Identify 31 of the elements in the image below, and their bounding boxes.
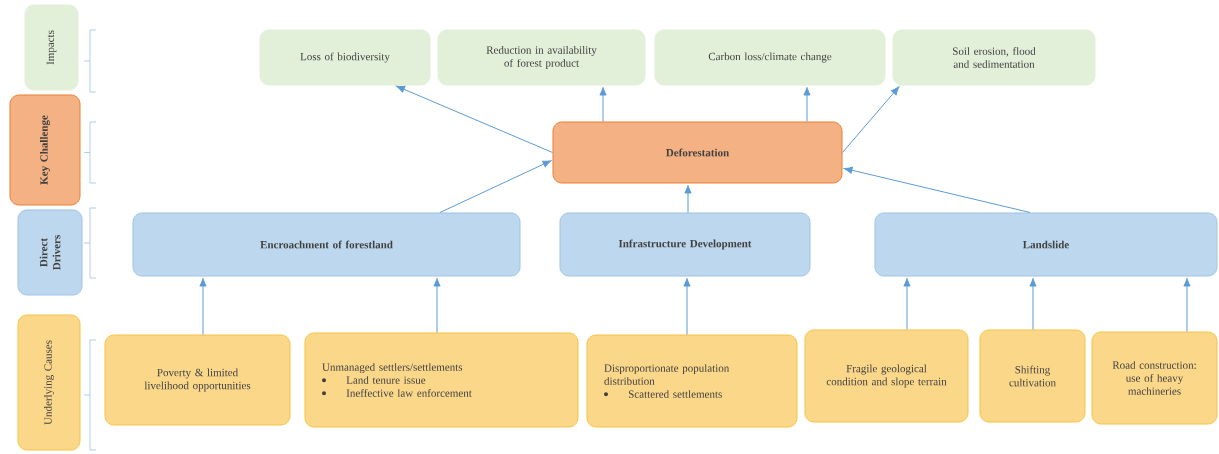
driver-box: Landslide <box>874 212 1218 277</box>
cause-box: Unmanaged settlers/settlements Land tenure issue Ineffective law enforcement <box>304 332 579 428</box>
arrow <box>439 160 552 213</box>
arrow <box>433 277 441 333</box>
arrow <box>843 166 1031 213</box>
cause-box: Disproportionate population distribution Scattered settlements <box>586 334 798 428</box>
driver-box: Infrastructure Development <box>559 212 811 277</box>
cause-box: Shifting cultivation <box>979 329 1086 423</box>
challenge-box: Deforestation <box>552 121 843 184</box>
arrow <box>803 86 811 122</box>
arrow <box>1183 277 1191 332</box>
cause-box: Road construction: use of heavy machineries <box>1091 331 1218 425</box>
arrow <box>1029 277 1037 330</box>
impact-box: Loss of biodiversity <box>259 29 431 86</box>
arrow <box>842 86 900 153</box>
level-label: Impacts <box>24 4 79 91</box>
cause-box: Fragile geological condition and slope terrain <box>804 329 969 423</box>
arrow <box>599 86 607 122</box>
level-label: Underlying Causes <box>17 314 81 451</box>
impact-box: Carbon loss/climate change <box>654 29 886 86</box>
impact-box: Reduction in availability of forest product <box>437 29 646 86</box>
arrow <box>903 277 911 330</box>
arrow <box>199 277 207 335</box>
impact-box: Soil erosion, flood and sedimentation <box>892 29 1096 86</box>
arrow <box>684 184 692 213</box>
driver-box: Encroachment of forestland <box>132 212 521 277</box>
arrow <box>396 85 553 153</box>
cause-box: Poverty & limited livelihood opportunities <box>104 334 291 426</box>
level-label: Key Challenge <box>9 94 81 206</box>
arrow <box>683 277 691 335</box>
level-label: Direct Drivers <box>17 209 83 296</box>
